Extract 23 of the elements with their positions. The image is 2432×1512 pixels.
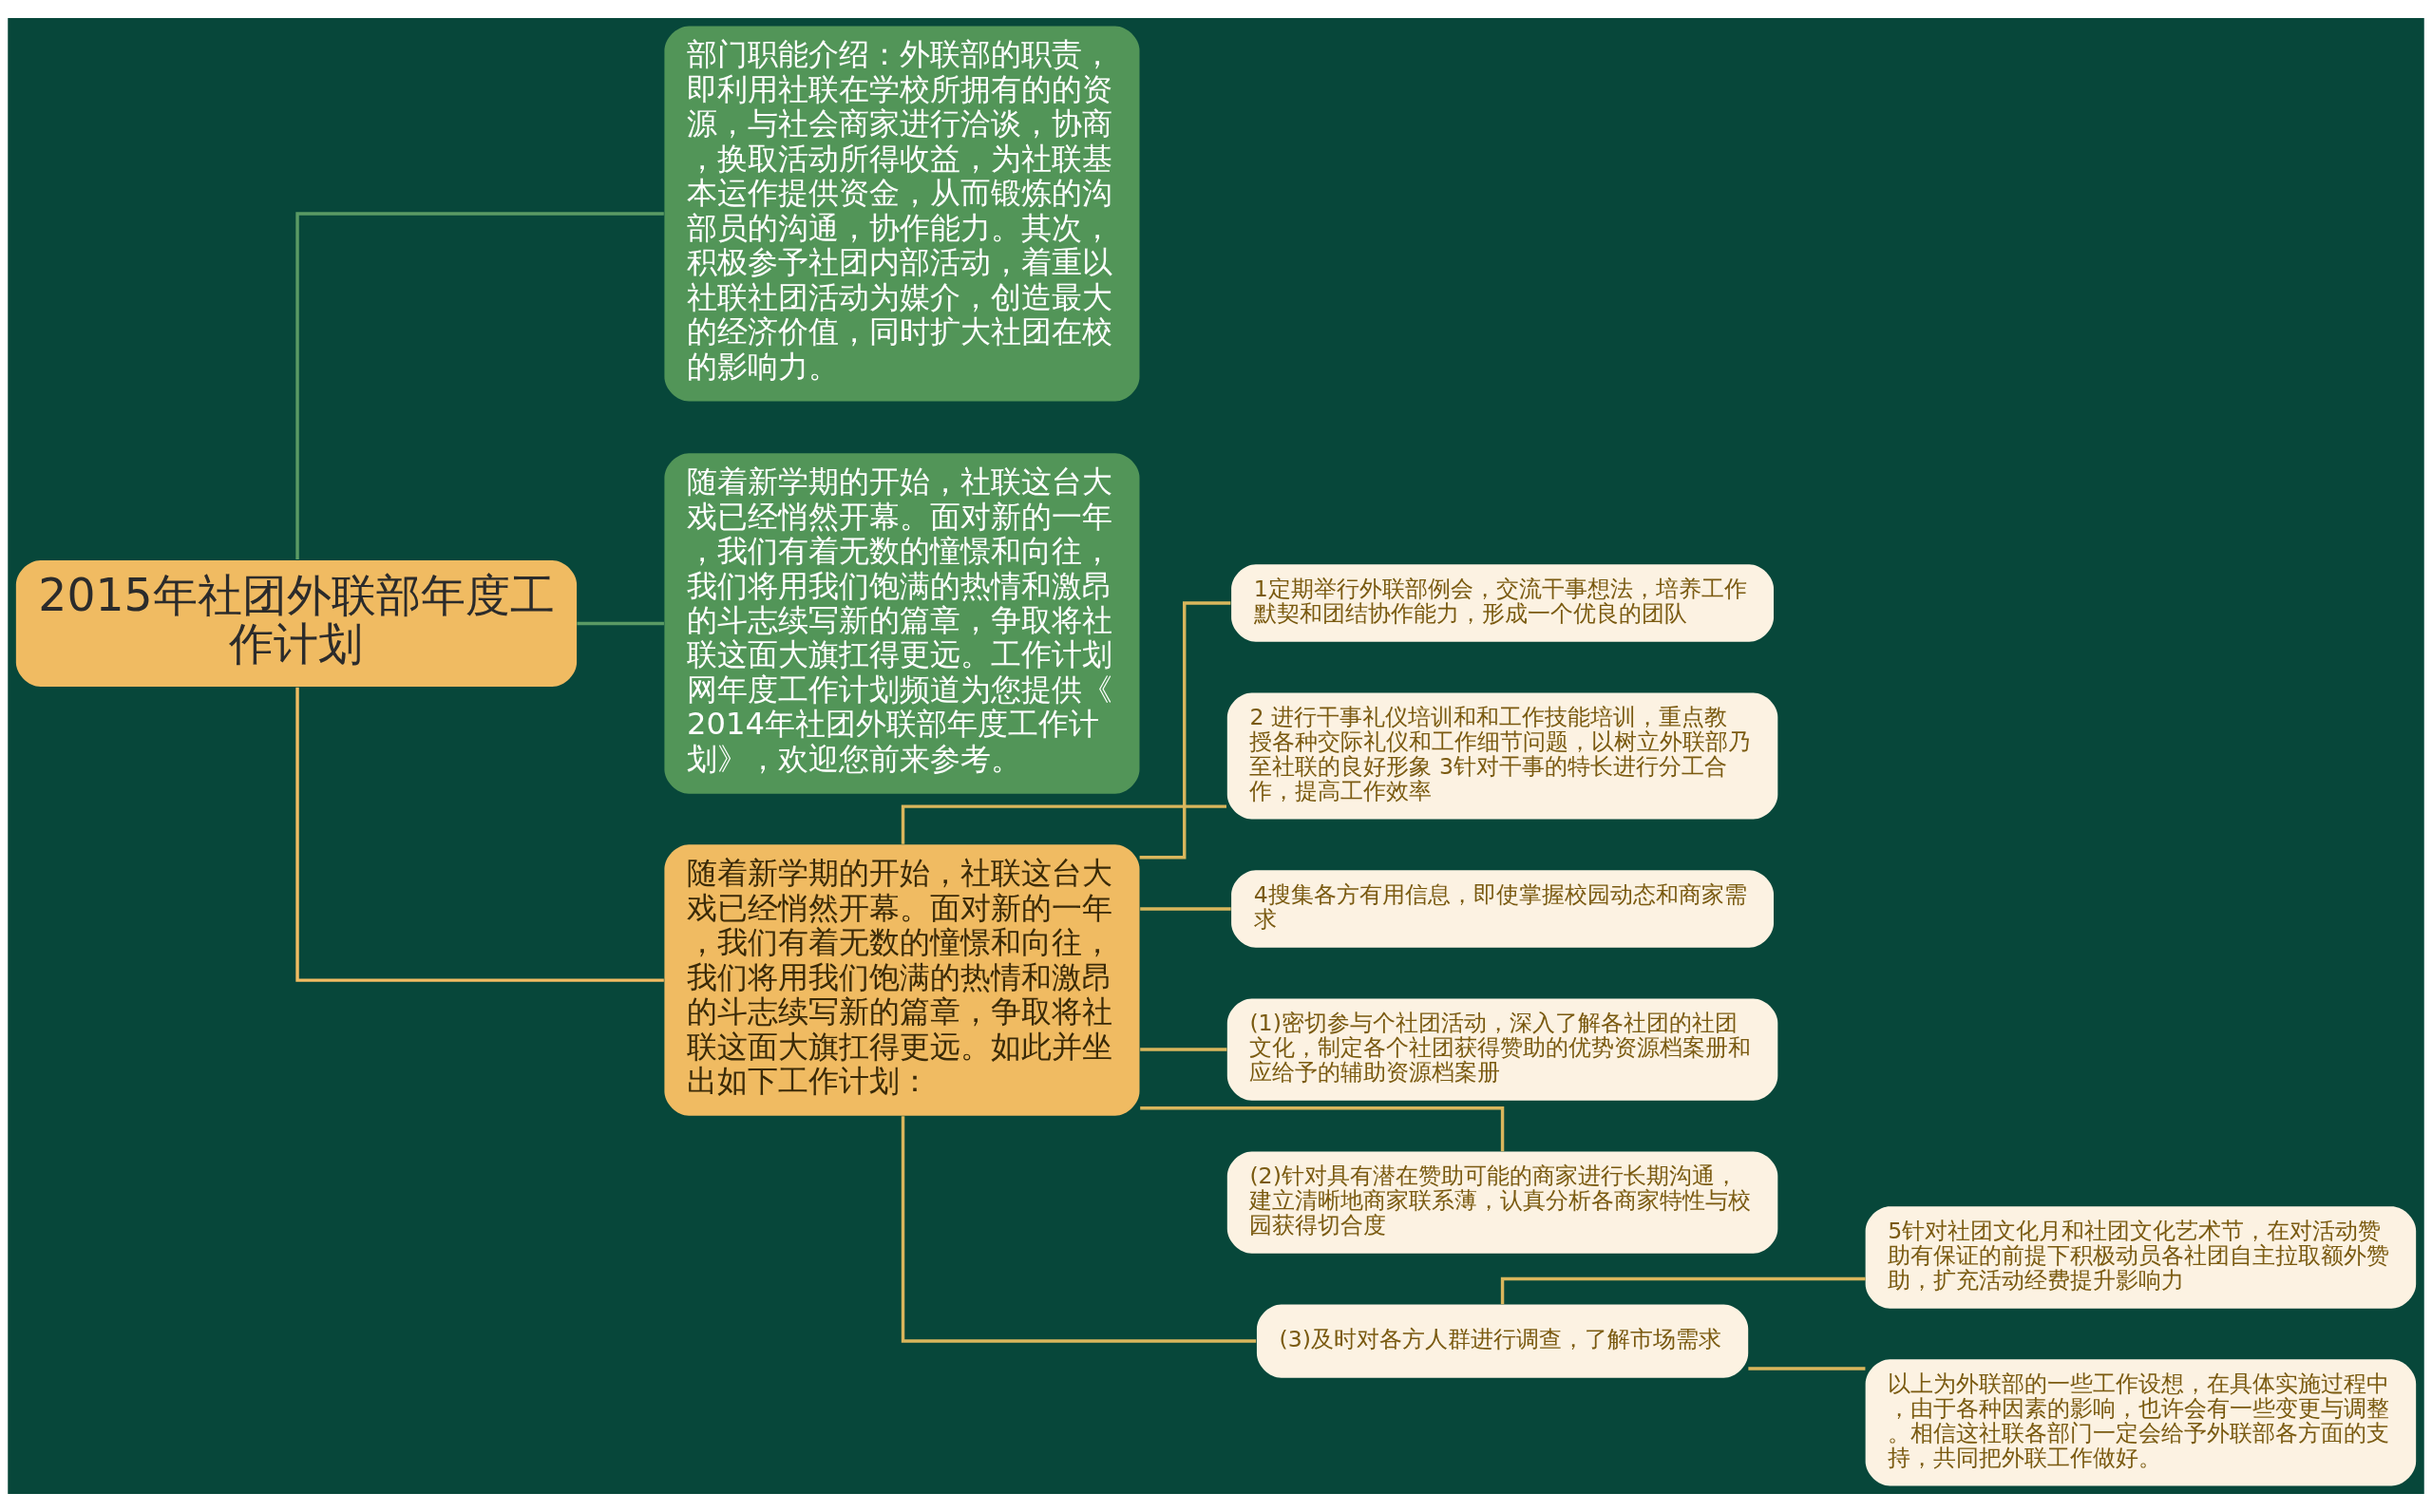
connector	[1140, 1048, 1227, 1051]
node-box: 5针对社团文化月和社团文化艺术节，在对活动赞助有保证的前提下积极动员各社团自主拉取额外赞助，扩充活动经费提升影响力	[1865, 1206, 2417, 1309]
connector	[295, 687, 664, 982]
connector	[901, 804, 1226, 844]
connector	[1748, 1367, 1866, 1370]
connector	[1139, 601, 1231, 860]
node-box: 随着新学期的开始，社联这台大戏已经悄然开幕。面对新的一年，我们有着无数的憧憬和向往，我们将用我们饱满的热情和激昂的斗志续写新的篇章，争取将社联这面大旗扛得更远。工作计划网年度工作计划频道为您提供《2014年社团外联部年度工作计划》，欢迎您前来参考。	[664, 453, 1140, 794]
connector	[1500, 1276, 1866, 1305]
node-box: 部门职能介绍：外联部的职责，即利用社联在学校所拥有的的资源，与社会商家进行洽谈，协商，换取活动所得收益，为社联基本运作提供资金，从而锻炼的沟部员的沟通，协作能力。其次，积极参予社团内部活动，着重以社联社团活动为媒介，创造最大的经济价值，同时扩大社团在校的影响力。	[664, 26, 1140, 402]
node-box: 4搜集各方有用信息，即使掌握校园动态和商家需求	[1231, 870, 1775, 948]
connector	[901, 1116, 1257, 1343]
connector	[295, 212, 664, 560]
node-box: 以上为外联部的一些工作设想，在具体实施过程中，由于各种因素的影响，也许会有一些变更与调整。相信这社联各部门一定会给予外联部各方面的支持，共同把外联工作做好。	[1865, 1359, 2417, 1486]
node-box: (3)及时对各方人群进行调查，了解市场需求	[1256, 1304, 1749, 1378]
connector	[1140, 907, 1231, 911]
node-box: 2015年社团外联部年度工作计划	[15, 559, 578, 687]
connector	[577, 621, 664, 626]
node-box: 随着新学期的开始，社联这台大戏已经悄然开幕。面对新的一年，我们有着无数的憧憬和向往，我们将用我们饱满的热情和激昂的斗志续写新的篇章，争取将社联这面大旗扛得更远。如此并坐出如下工作计划：	[664, 844, 1140, 1116]
connector	[1140, 1106, 1505, 1152]
node-box: 2 进行干事礼仪培训和和工作技能培训，重点教授各种交际礼仪和工作细节问题，以树立外联部乃至社联的良好形象 3针对干事的特长进行分工合作，提高工作效率	[1226, 692, 1778, 820]
node-box: 1定期举行外联部例会，交流干事想法，培养工作默契和团结协作能力，形成一个优良的团队	[1231, 564, 1775, 642]
node-box: (1)密切参与个社团活动，深入了解各社团的社团文化，制定各个社团获得赞助的优势资源档案册和应给予的辅助资源档案册	[1226, 998, 1778, 1101]
node-box: (2)针对具有潜在赞助可能的商家进行长期沟通，建立清晰地商家联系薄，认真分析各商家特性与校园获得切合度	[1226, 1151, 1778, 1254]
